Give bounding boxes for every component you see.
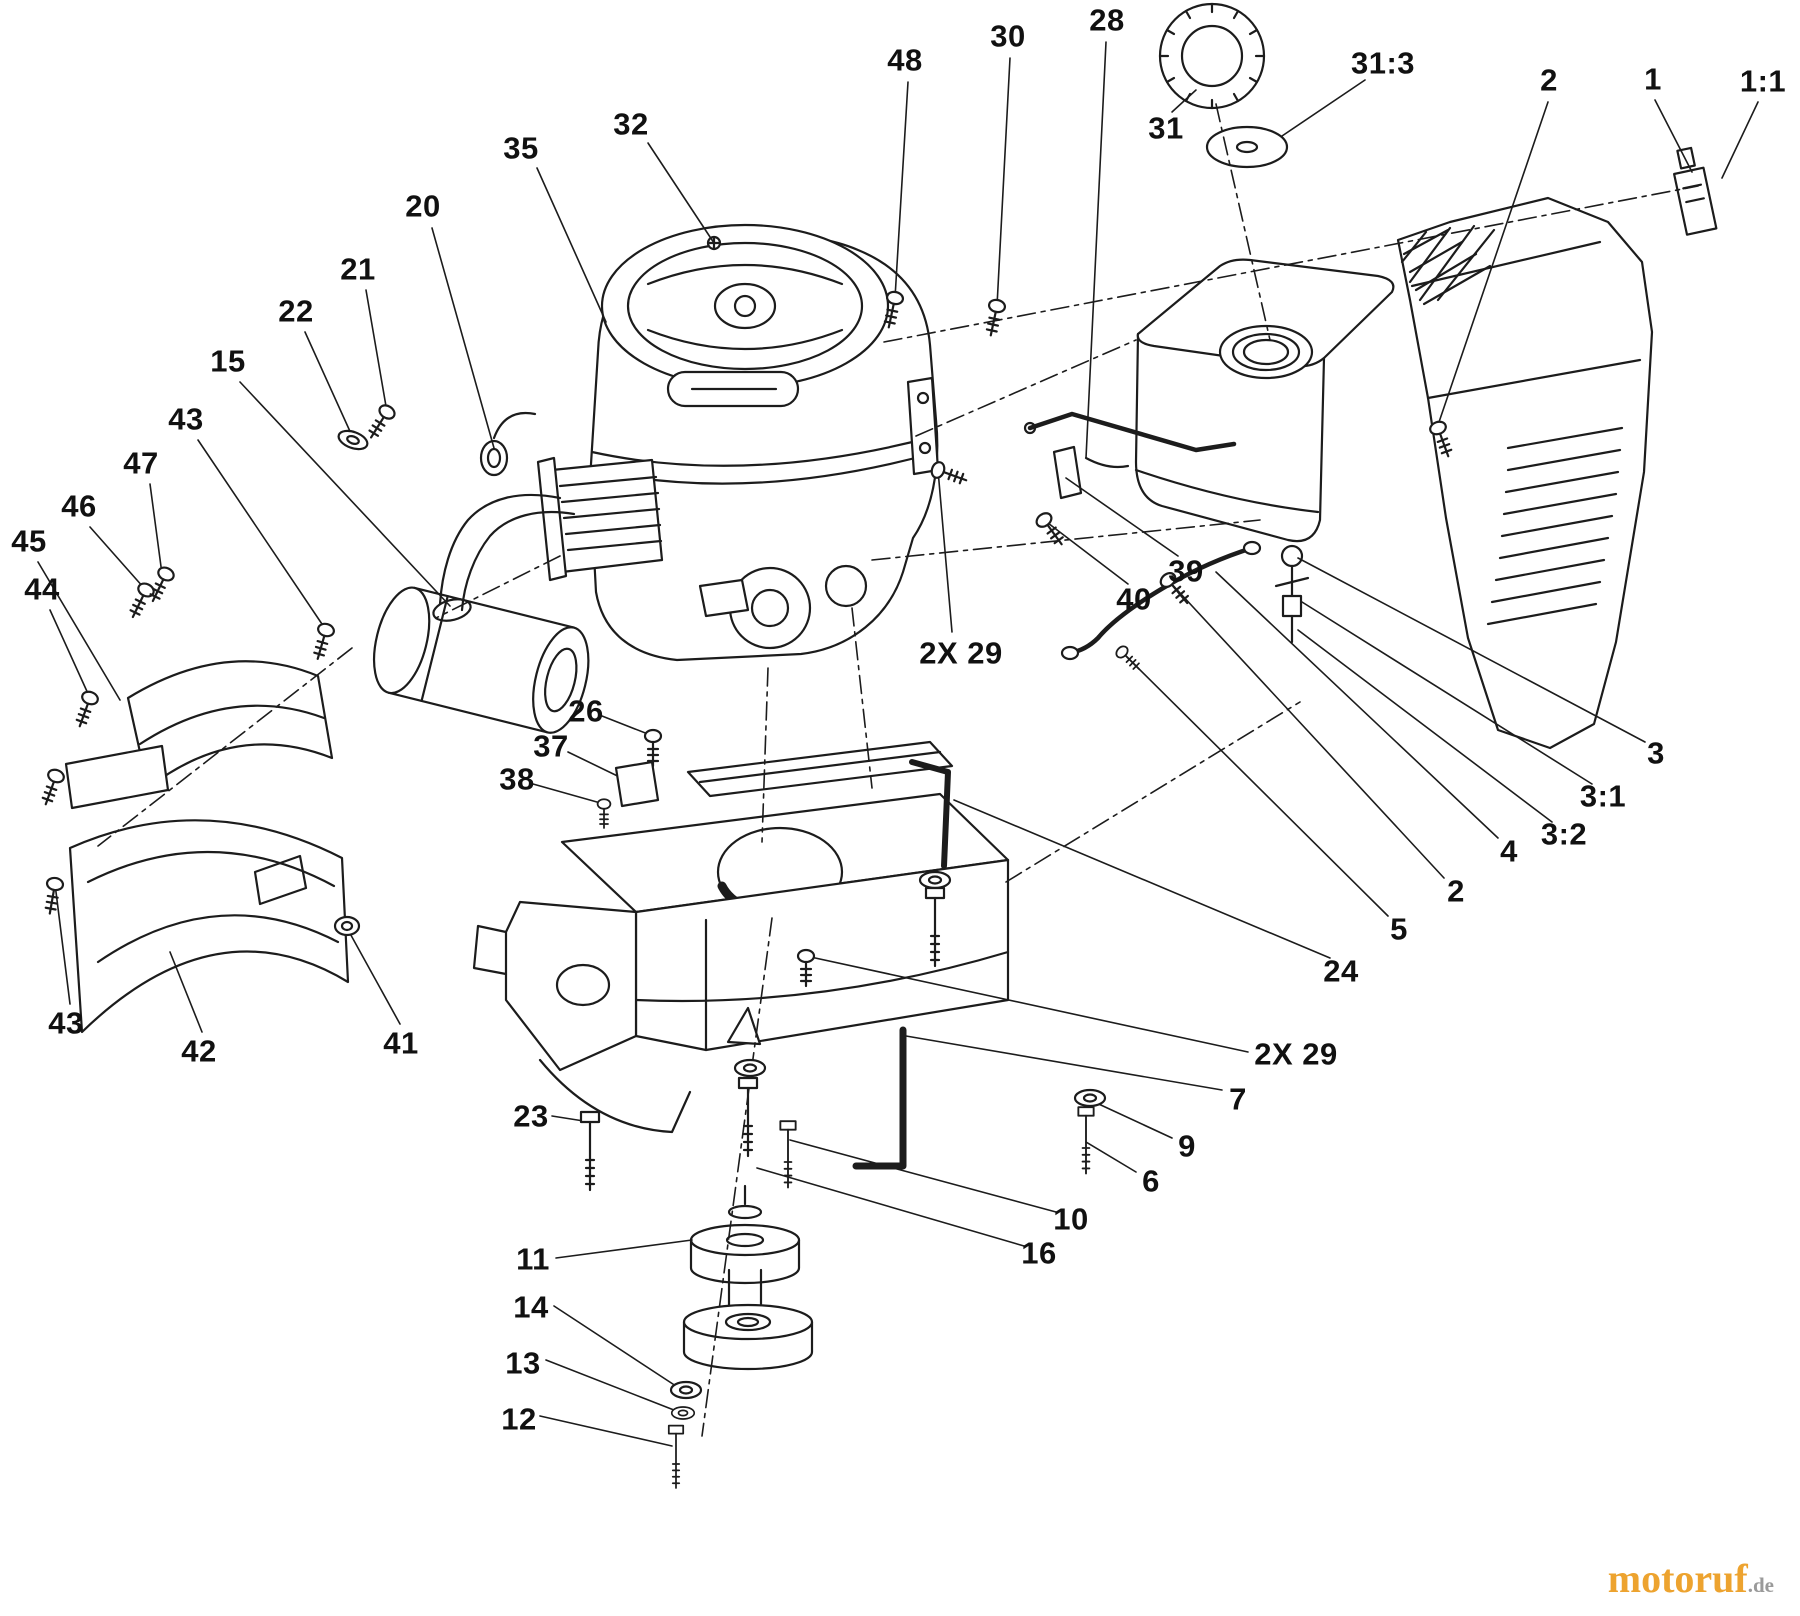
callout-14: 14 (513, 1289, 549, 1325)
callout-31-3: 31:3 (1350, 45, 1416, 81)
callout-16: 16 (1021, 1235, 1057, 1271)
leader-lines (37, 41, 1759, 1447)
callout-3: 3 (1647, 735, 1665, 771)
callout-30: 30 (990, 18, 1026, 54)
callout-13: 13 (505, 1345, 541, 1381)
callout-5: 5 (1390, 911, 1408, 947)
callout-20: 20 (405, 188, 441, 224)
callout-38: 38 (499, 761, 535, 797)
callout-32: 32 (613, 106, 649, 142)
callout-2-top: 2 (1540, 62, 1558, 98)
callout-7: 7 (1229, 1081, 1247, 1117)
heat-shield-lower (68, 819, 350, 1034)
watermark-brand: motoruf (1607, 1556, 1748, 1601)
callout-37: 37 (533, 728, 569, 764)
rear-panel (1396, 196, 1654, 750)
throttle-rod (1023, 411, 1237, 500)
callout-48: 48 (887, 42, 923, 78)
callout-21: 21 (340, 251, 376, 287)
callout-28: 28 (1089, 2, 1125, 38)
hardware (37, 289, 1457, 1489)
callout-43-top: 43 (168, 401, 204, 437)
callout-1-1: 1:1 (1739, 63, 1787, 99)
callout-44: 44 (24, 571, 60, 607)
callout-39: 39 (1168, 553, 1204, 589)
callout-42: 42 (181, 1033, 217, 1069)
fuel-valve (1274, 544, 1310, 644)
muffler (372, 586, 590, 734)
phantom-lines (97, 103, 1699, 1437)
watermark: motoruf.de (1608, 1555, 1774, 1602)
callout-2x29-center: 2X 29 (919, 635, 1003, 671)
callout-40: 40 (1116, 581, 1152, 617)
callout-26: 26 (568, 693, 604, 729)
callout-15: 15 (210, 343, 246, 379)
watermark-tld: .de (1747, 1573, 1774, 1597)
heat-shield-upper (64, 660, 334, 810)
callout-1: 1 (1644, 61, 1662, 97)
callout-12: 12 (501, 1401, 537, 1437)
engine-mount-frame (472, 740, 1010, 1134)
cap-gasket (1205, 125, 1289, 169)
callout-46: 46 (61, 488, 97, 524)
callout-9: 9 (1178, 1128, 1196, 1164)
callout-43-bottom: 43 (48, 1005, 84, 1041)
callout-4: 4 (1500, 833, 1518, 869)
callout-22: 22 (278, 293, 314, 329)
fuel-cap (1158, 2, 1266, 110)
callout-3-2: 3:2 (1540, 816, 1588, 852)
ignition-part (1673, 146, 1718, 236)
exhaust-pipe (432, 493, 576, 622)
pulley-assembly (682, 1184, 814, 1371)
callout-45: 45 (11, 523, 47, 559)
callout-41: 41 (383, 1025, 419, 1061)
callout-6: 6 (1142, 1163, 1160, 1199)
engine (479, 223, 940, 662)
callout-23: 23 (513, 1098, 549, 1134)
callout-31: 31 (1148, 110, 1184, 146)
callout-24: 24 (1323, 953, 1359, 989)
callout-35: 35 (503, 130, 539, 166)
fuel-line (1060, 540, 1262, 661)
callout-11: 11 (516, 1241, 550, 1277)
callout-3-1: 3:1 (1579, 778, 1627, 814)
fuel-tank (1134, 258, 1395, 543)
callout-2x29-bottom: 2X 29 (1254, 1036, 1338, 1072)
callout-10: 10 (1053, 1201, 1089, 1237)
callout-2-mid: 2 (1447, 873, 1465, 909)
callout-47: 47 (123, 445, 159, 481)
